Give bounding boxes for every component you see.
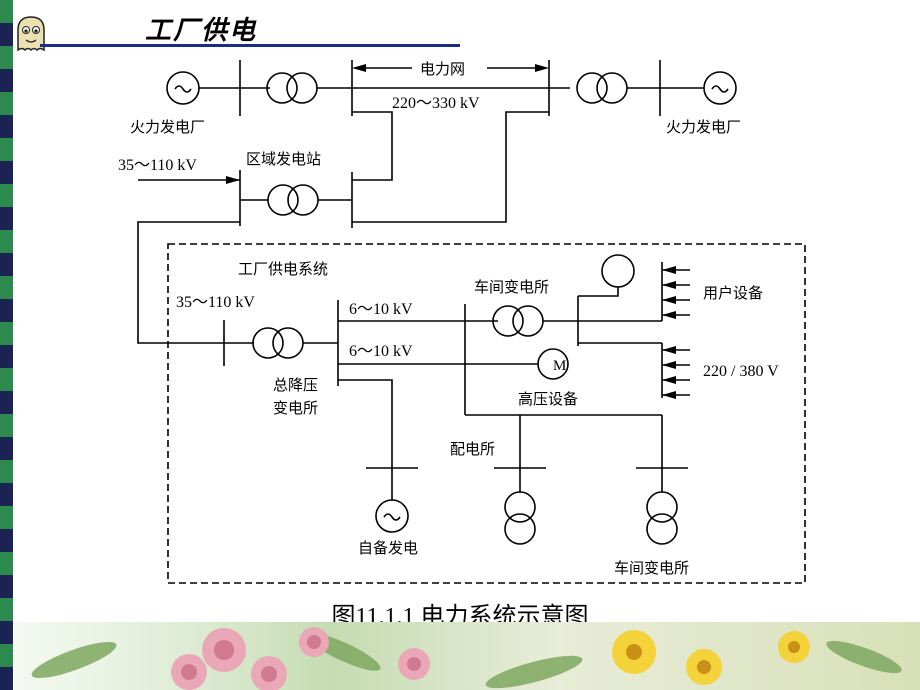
distribution-transformer: [504, 491, 536, 523]
bus-voltage-label-1: 6～10 kV: [349, 301, 413, 318]
stripe-segment: [0, 483, 13, 506]
flower-decoration: [14, 622, 920, 690]
low-voltage-label: 220 / 380 V: [703, 363, 779, 380]
slide-title: 工厂供电: [145, 16, 258, 46]
workshop-load-circle: [601, 254, 635, 288]
top-right-transformer: [576, 72, 608, 104]
regional-input-voltage-label: 35～110 kV: [118, 157, 197, 174]
hv-motor-symbol: [537, 348, 569, 380]
stripe-segment: [0, 69, 13, 92]
workshop-substation-label-bottom: 车间变电所: [614, 559, 689, 577]
stripe-segment: [0, 575, 13, 598]
stripe-segment: [0, 460, 13, 483]
stripe-segment: [0, 299, 13, 322]
grid-label: 电力网: [420, 60, 465, 78]
stripe-segment: [0, 230, 13, 253]
stripe-segment: [0, 598, 13, 621]
stripe-segment: [0, 437, 13, 460]
stripe-segment: [0, 667, 13, 690]
distribution-station-label: 配电所: [450, 440, 495, 458]
right-plant-label: 火力发电厂: [666, 118, 741, 136]
stripe-segment: [0, 322, 13, 345]
bus-voltage-label-2: 6～10 kV: [349, 343, 413, 360]
title-divider: [40, 44, 460, 47]
stripe-segment: [0, 529, 13, 552]
decorative-side-stripe: [0, 0, 13, 690]
stripe-segment: [0, 184, 13, 207]
main-substation-label-1: 总降压: [273, 376, 318, 394]
stripe-segment: [0, 23, 13, 46]
stripe-segment: [0, 161, 13, 184]
stripe-segment: [0, 0, 13, 23]
factory-system-label: 工厂供电系统: [238, 260, 328, 278]
main-substation-label-2: 变电所: [273, 399, 318, 417]
stripe-segment: [0, 506, 13, 529]
stripe-segment: [0, 276, 13, 299]
stripe-segment: [0, 46, 13, 69]
user-equipment-label: 用户设备: [703, 284, 763, 302]
regional-transformer: [267, 184, 299, 216]
stripe-segment: [0, 391, 13, 414]
stripe-segment: [0, 368, 13, 391]
self-generator-symbol: [375, 499, 409, 533]
left-plant-label: 火力发电厂: [130, 118, 205, 136]
grid-voltage-label: 220～330 kV: [392, 95, 480, 112]
stripe-segment: [0, 207, 13, 230]
main-substation-transformer: [252, 327, 284, 359]
stripe-segment: [0, 621, 13, 644]
top-left-transformer: [266, 72, 298, 104]
stripe-segment: [0, 253, 13, 276]
power-system-diagram: M 火力发电厂 火力发电厂 电力网 220～330 kV 区域发电站 35～11…: [118, 60, 806, 584]
stripe-segment: [0, 552, 13, 575]
factory-system-boundary: [167, 243, 806, 584]
workshop-transformer-top: [492, 305, 524, 337]
stripe-segment: [0, 115, 13, 138]
stripe-segment: [0, 644, 13, 667]
stripe-segment: [0, 92, 13, 115]
stripe-segment: [0, 345, 13, 368]
regional-station-label: 区域发电站: [246, 150, 321, 168]
stripe-segment: [0, 138, 13, 161]
right-generator-symbol: [703, 71, 737, 105]
stripe-segment: [0, 414, 13, 437]
factory-input-voltage-label: 35～110 kV: [176, 294, 255, 311]
mascot-icon: [17, 16, 45, 52]
workshop-transformer-bottom: [646, 491, 678, 523]
self-generation-label: 自备发电: [358, 539, 418, 557]
motor-letter: M: [553, 358, 566, 374]
workshop-substation-label-top: 车间变电所: [474, 278, 549, 296]
hv-equipment-label: 高压设备: [518, 390, 578, 408]
